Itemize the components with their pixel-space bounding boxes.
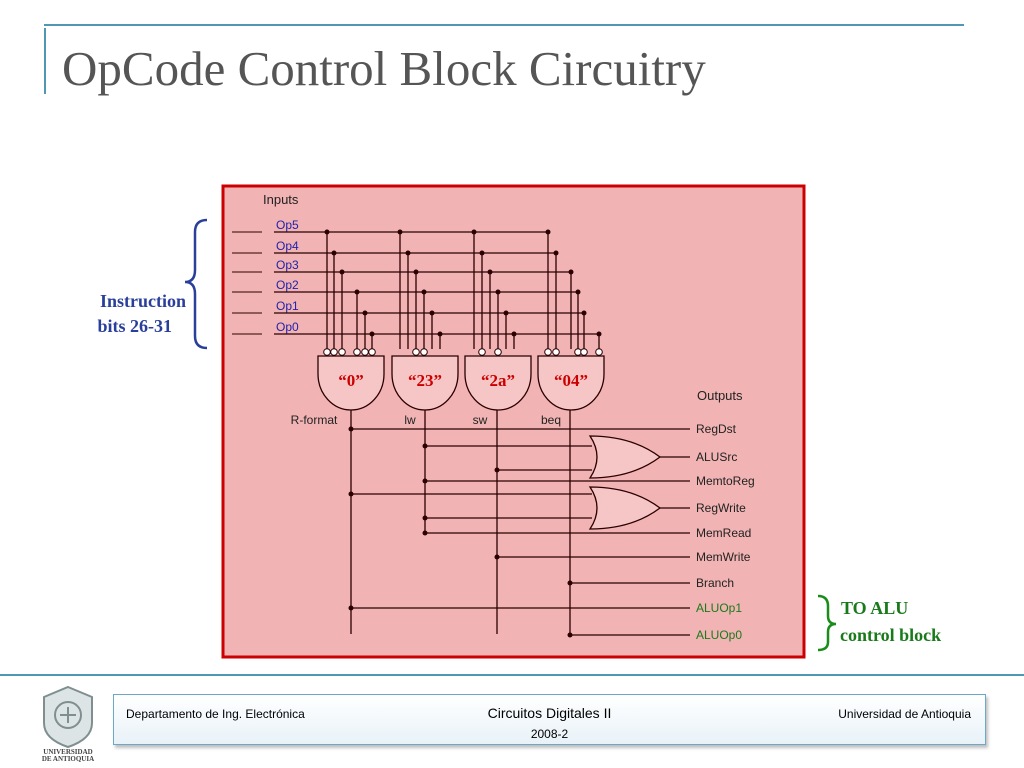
input-label-op1: Op1 [276,299,299,313]
or-gate-alusrc [588,435,662,479]
circuit-wires [274,231,690,636]
footer-course: Circuitos Digitales II [487,705,612,721]
input-label-op0: Op0 [276,320,299,334]
output-label-memread: MemRead [696,526,751,540]
input-label-op3: Op3 [276,258,299,272]
output-label-memtoreg: MemtoReg [696,474,755,488]
and-gate-sw [464,355,532,411]
gate-value-2a: “2a” [481,371,515,390]
gate-name-sw: sw [473,413,488,427]
footer-term: 2008-2 [530,727,569,741]
gate-value-04: “04” [554,371,588,390]
instruction-label: Instruction bits 26-31 [97,291,186,336]
input-label-op5: Op5 [276,218,299,232]
alu-label: TO ALU control block [840,598,941,645]
or-gate-regwrite [588,486,662,530]
title-accent-bar [44,28,46,94]
gate-name-lw: lw [404,413,416,427]
output-label-regdst: RegDst [696,422,737,436]
slide-title: OpCode Control Block Circuitry [62,41,706,96]
footer-university: Universidad de Antioquia [838,707,971,721]
and-gate-lw [391,355,459,411]
and-gate-r-format [317,355,385,411]
output-label-alusrc: ALUSrc [696,450,737,464]
gate-value-0: “0” [338,371,364,390]
university-logo: UNIVERSIDAD DE ANTIOQUIA [42,685,94,763]
logo-text-line2: DE ANTIOQUIA [42,755,94,763]
gate-name-beq: beq [541,413,561,427]
input-labels: Op5 Op4 Op3 Op2 Op1 Op0 [232,218,299,335]
outputs-header: Outputs [697,388,743,403]
inputs-header: Inputs [263,192,299,207]
output-label-aluop1: ALUOp1 [696,601,742,615]
footer-department: Departamento de Ing. Electrónica [126,707,305,721]
input-label-op4: Op4 [276,239,299,253]
footer-bar: Departamento de Ing. Electrónica Circuit… [113,694,986,745]
title-accent-line [44,24,964,26]
output-label-aluop0: ALUOp0 [696,628,742,642]
instruction-label-line1: Instruction [100,291,186,311]
output-label-memwrite: MemWrite [696,550,751,564]
input-label-op2: Op2 [276,278,299,292]
circuit-panel [221,184,806,659]
gate-name-r-format: R-format [291,413,338,427]
output-label-branch: Branch [696,576,734,590]
gate-names: R-format lw sw beq [291,413,561,427]
alu-brace [817,594,837,652]
footer-divider [0,674,1024,676]
and-gate-beq [537,355,605,411]
opcode-circuit-diagram: Inputs Outputs Op5 Op4 Op3 Op2 Op1 Op0 “… [97,184,941,659]
output-label-regwrite: RegWrite [696,501,746,515]
alu-label-line2: control block [840,625,941,645]
output-labels: RegDst ALUSrc MemtoReg RegWrite MemRead … [696,422,755,642]
junction-dots [324,229,602,638]
gate-value-23: “23” [408,371,442,390]
gate-values: “0” “23” “2a” “04” [338,371,588,390]
inversion-bubbles [323,348,603,356]
alu-label-line1: TO ALU [841,598,908,618]
logo-text-line1: UNIVERSIDAD [43,748,92,756]
instruction-brace [184,218,208,350]
instruction-label-line2: bits 26-31 [97,316,172,336]
